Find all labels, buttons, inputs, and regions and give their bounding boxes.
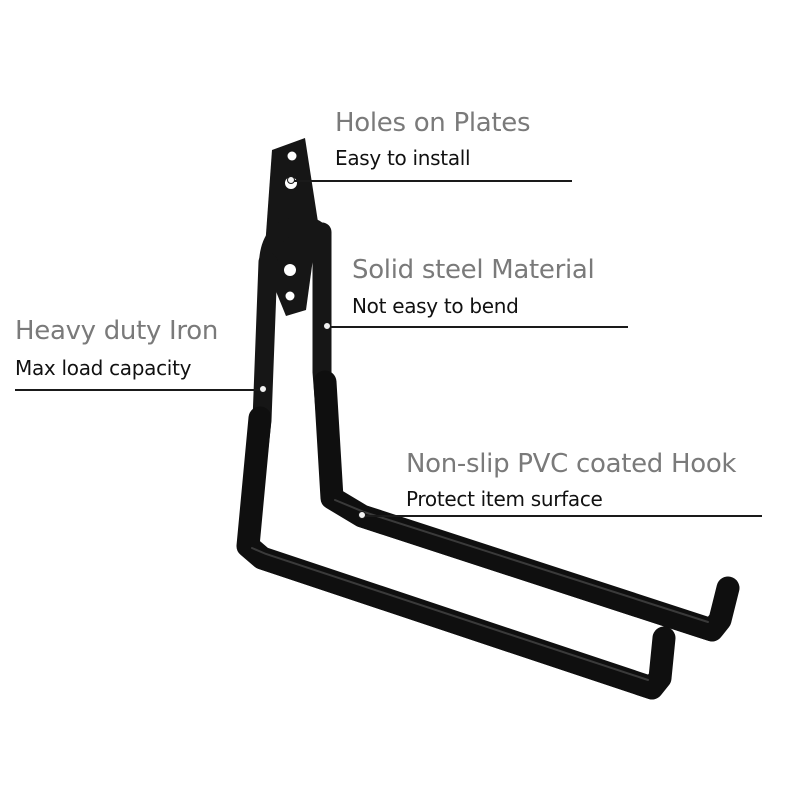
pvc-callout-title: Non-slip PVC coated Hook — [406, 449, 737, 479]
rear-hook-coating — [313, 370, 740, 642]
plates-callout-line — [291, 180, 572, 182]
pvc-leader-dot — [358, 511, 366, 519]
top-loop — [259, 216, 331, 271]
plates-callout-subtitle: Easy to install — [335, 146, 471, 170]
front-hook-highlight — [251, 547, 649, 681]
plate-hole-4 — [285, 291, 295, 301]
steel-callout-line — [327, 326, 628, 328]
pvc-callout-subtitle: Protect item surface — [406, 487, 603, 511]
plate-hole-3 — [284, 264, 296, 276]
pvc-callout-line — [362, 515, 762, 517]
iron-leader-dot — [259, 385, 267, 393]
plate-hole-1 — [287, 151, 297, 161]
plates-callout-title: Holes on Plates — [335, 108, 531, 138]
iron-callout-line — [15, 389, 265, 391]
steel-callout-title: Solid steel Material — [352, 255, 595, 285]
front-hook-coating — [236, 406, 676, 700]
iron-callout-title: Heavy duty Iron — [15, 316, 219, 346]
iron-callout-subtitle: Max load capacity — [15, 356, 192, 380]
plates-leader-dot — [287, 176, 295, 184]
steel-callout-subtitle: Not easy to bend — [352, 294, 519, 318]
steel-leader-dot — [323, 322, 331, 330]
